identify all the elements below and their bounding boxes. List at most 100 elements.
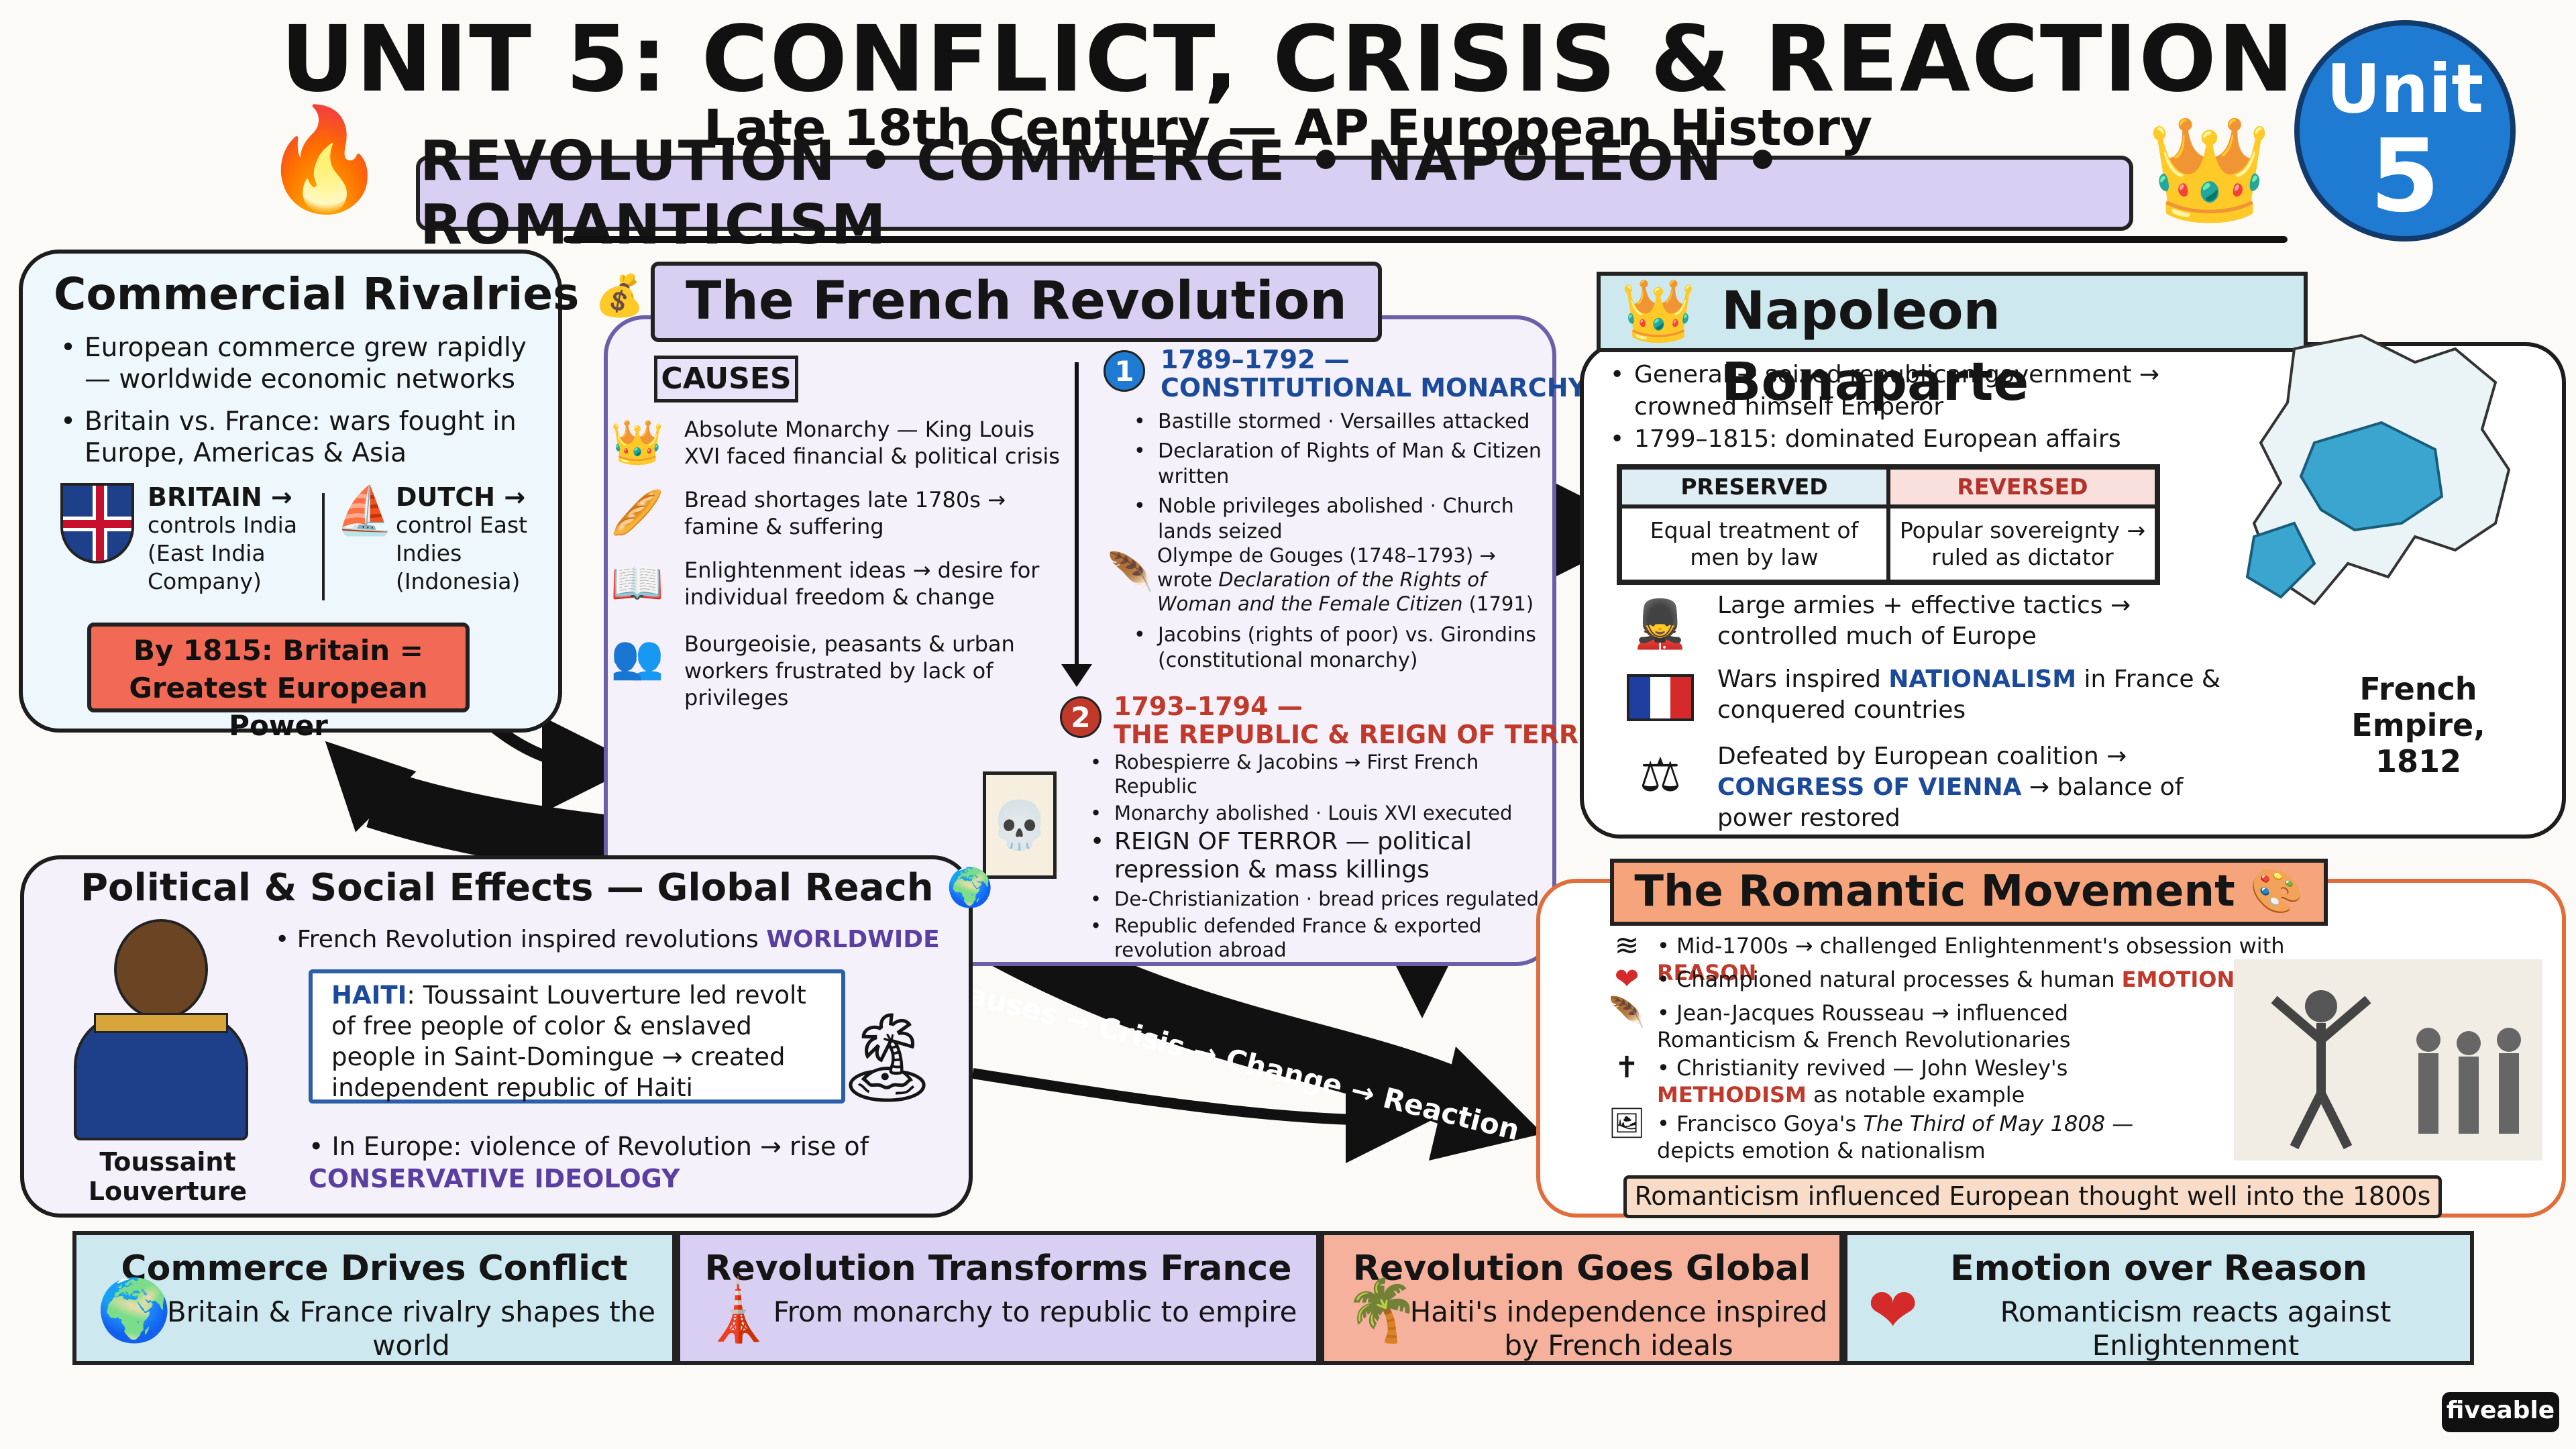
list-item: Jacobins (rights of poor) vs. Girondins … xyxy=(1134,623,1550,674)
romantic-row-text: Mid-1700s → challenged Enlightenment's o… xyxy=(1676,933,2285,959)
list-item: 1799–1815: dominated European affairs xyxy=(1610,423,2214,455)
timeline-arrow xyxy=(1061,362,1092,687)
romantic-row: 🪶 • Jean-Jacques Rousseau → influenced R… xyxy=(1609,998,2214,1053)
fire-icon: 🔥 xyxy=(262,101,387,218)
fiveable-logo: fiveable xyxy=(2442,1392,2559,1432)
divider xyxy=(322,493,325,600)
romantic-title: The Romantic Movement 🎨 xyxy=(1610,859,2328,926)
haiti-box: HAITI: Toussaint Louverture led revolt o… xyxy=(309,969,845,1104)
phase-1-title: 1789–1792 — CONSTITUTIONAL MONARCHY xyxy=(1161,345,1587,402)
worldwide-text: French Revolution inspired revolutions xyxy=(297,926,767,953)
summary-commerce: 🌍 Commerce Drives Conflict Britain & Fra… xyxy=(72,1231,676,1365)
guillotine-icon: 💀 xyxy=(983,771,1057,879)
french-flag-icon xyxy=(1617,664,1704,731)
list-item: Britain vs. France: wars fought in Europ… xyxy=(60,406,530,469)
list-item: European commerce grew rapidly — worldwi… xyxy=(60,332,530,395)
guillotine-icon: 🗼 xyxy=(700,1275,776,1346)
conservative-note: • In Europe: violence of Revolution → ri… xyxy=(309,1132,869,1193)
map-caption: French Empire, 1812 xyxy=(2351,671,2485,780)
crown-icon: 👑 xyxy=(2147,111,2272,228)
ship-icon: ⛵ xyxy=(335,483,394,538)
list-item: Robespierre & Jacobins → First French Re… xyxy=(1090,750,1553,798)
preserved-cell: Equal treatment of men by law xyxy=(1620,506,1888,582)
list-item: Monarchy abolished · Louis XVI executed xyxy=(1090,801,1553,825)
quill-icon: 🪶 xyxy=(1107,551,1154,594)
money-bag-icon: 💰 xyxy=(594,272,645,319)
arrow-band-head xyxy=(1429,1046,1543,1161)
unit-badge: Unit 5 xyxy=(2294,20,2516,241)
romantic-row-text: Championed natural processes & human xyxy=(1676,967,2122,992)
emotions-keyword: EMOTIONS xyxy=(2121,967,2251,992)
olympe-text: Olympe de Gouges (1748–1793) → wrote xyxy=(1157,544,1496,591)
phase-2-number: 2 xyxy=(1060,696,1102,738)
page-subtitle: Late 18th Century — AP European History xyxy=(703,99,1873,157)
romantic-row: ✝ • Christianity revived — John Wesley's… xyxy=(1615,1053,2214,1108)
arrow-to-political xyxy=(325,741,417,833)
methodism-keyword: METHODISM xyxy=(1657,1082,1807,1108)
napoleon-row: 💂 Large armies + effective tactics → con… xyxy=(1631,590,2227,652)
phase-1-name: CONSTITUTIONAL MONARCHY xyxy=(1161,373,1587,402)
nationalism-keyword: NATIONALISM xyxy=(1888,665,2077,693)
goya-painting-illustration xyxy=(2234,959,2542,1161)
summary-body: From monarchy to republic to empire xyxy=(773,1295,1297,1328)
romantic-row-text: Christianity revived — John Wesley's xyxy=(1676,1055,2068,1081)
summary-title: Commerce Drives Conflict xyxy=(121,1248,628,1289)
heart-icon: ❤ xyxy=(1868,1275,1919,1346)
britain-head: BRITAIN → xyxy=(148,482,292,512)
napoleon-row-text: Large armies + effective tactics → contr… xyxy=(1717,592,2131,650)
list-item: Republic defended France & exported revo… xyxy=(1090,914,1553,962)
list-item: Noble privileges abolished · Church land… xyxy=(1134,494,1550,545)
list-item: REIGN OF TERROR — political repression &… xyxy=(1090,828,1553,884)
list-item: Bastille stormed · Versailles attacked xyxy=(1134,409,1550,435)
scales-icon: ⚖ xyxy=(1639,747,1682,802)
olympe-year: (1791) xyxy=(1462,592,1534,615)
waves-icon: ≋ xyxy=(1614,928,1640,963)
worldwide-keyword: WORLDWIDE xyxy=(766,926,940,953)
romantic-row-text: as notable example xyxy=(1806,1082,2025,1108)
crown-icon: 👑 xyxy=(610,418,664,468)
reversed-header: REVERSED xyxy=(1888,468,2157,506)
summary-body: Romanticism reacts against Enlightenment xyxy=(2000,1295,2392,1362)
phase-1-number: 1 xyxy=(1104,350,1145,392)
commercial-points: European commerce grew rapidly — worldwi… xyxy=(60,332,530,480)
europe-map-illustration xyxy=(2245,333,2511,606)
british-shield-icon xyxy=(60,483,134,564)
napoleon-row-text: in France & conquered countries xyxy=(1717,665,2220,724)
olympe-note: Olympe de Gouges (1748–1793) → wrote Dec… xyxy=(1157,543,1540,616)
britain-body: controls India (East India Company) xyxy=(148,512,298,594)
list-item: De-Christianization · bread prices regul… xyxy=(1090,887,1553,911)
goya-work: The Third of May 1808 xyxy=(1863,1111,2106,1136)
commercial-title-text: Commercial Rivalries xyxy=(54,268,580,320)
unit-badge-label: Unit xyxy=(2326,50,2484,128)
olympe-work: Declaration of the Rights of Woman and t… xyxy=(1157,568,1487,615)
painting-icon: 🖼 xyxy=(1608,1106,1646,1140)
romantic-row: 🖼 • Francisco Goya's The Third of May 18… xyxy=(1608,1109,2214,1164)
toussaint-portrait xyxy=(54,912,268,1140)
political-effects-title: Political & Social Effects — Global Reac… xyxy=(80,865,994,910)
palette-icon: 🎨 xyxy=(2249,867,2304,916)
list-item: Declaration of Rights of Man & Citizen w… xyxy=(1134,439,1550,490)
globe-icon: 🌍 xyxy=(97,1275,172,1346)
conservative-keyword: CONSERVATIVE IDEOLOGY xyxy=(309,1164,680,1193)
toussaint-caption: Toussaint Louverture xyxy=(88,1147,248,1206)
summary-body: Haiti's independence inspired by French … xyxy=(1409,1295,1828,1362)
soldiers-icon: 💂 xyxy=(1631,596,1690,651)
phase-1-points: Bastille stormed · Versailles attacked D… xyxy=(1134,409,1550,549)
dutch-body: control East Indies (Indonesia) xyxy=(396,512,528,594)
romantic-row: ❤ • Championed natural processes & human… xyxy=(1615,965,2388,994)
palm-icon: 🌴 xyxy=(1344,1275,1420,1346)
congress-keyword: CONGRESS OF VIENNA xyxy=(1717,773,2022,801)
preserved-header: PRESERVED xyxy=(1620,468,1888,506)
haiti-text: : Toussaint Louverture led revolt of fre… xyxy=(331,981,806,1102)
napoleon-row-text: Wars inspired xyxy=(1717,665,1889,693)
romantic-row-text: Jean-Jacques Rousseau → influenced Roman… xyxy=(1657,1000,2071,1053)
cause-text: Absolute Monarchy — King Louis XVI faced… xyxy=(684,417,1060,469)
cause-text: Enlightenment ideas → desire for individ… xyxy=(684,557,1040,610)
napoleon-row: Wars inspired NATIONALISM in France & co… xyxy=(1627,664,2227,726)
heart-icon: ❤ xyxy=(1614,962,1640,996)
summary-body: Britain & France rivalry shapes the worl… xyxy=(166,1295,656,1362)
napoleon-row: ⚖ Defeated by European coalition → CONGR… xyxy=(1640,741,2227,834)
summary-title: Revolution Goes Global xyxy=(1352,1248,1811,1289)
bread-icon: 🥖 xyxy=(610,488,664,538)
preserved-reversed-table: PRESERVED REVERSED Equal treatment of me… xyxy=(1617,464,2160,585)
